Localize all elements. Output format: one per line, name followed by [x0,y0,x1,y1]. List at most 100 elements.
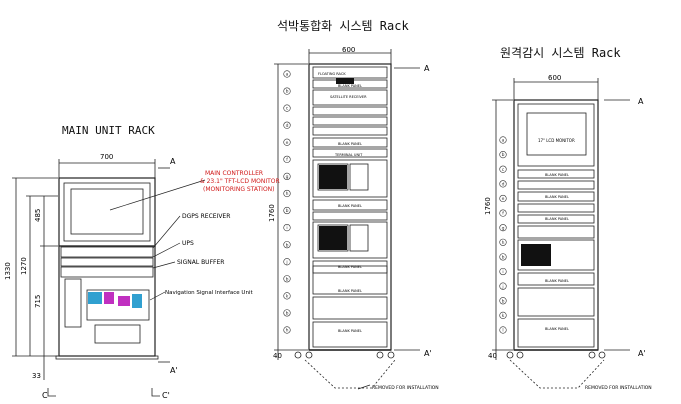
main-height-715: 715 [34,295,42,308]
int-marker-label: h [286,191,289,197]
int-marker-label: f [286,157,288,163]
callout-signal-buffer: SIGNAL BUFFER [177,259,224,266]
rem-marker-2: c [499,165,507,173]
int-width-dim: 600 [342,46,355,54]
rem-marker-label: b [502,298,505,304]
int-marker-14: b [283,309,291,317]
int-marker-label: b [286,276,289,282]
main-width-dim: 700 [100,153,113,161]
int-marker-label: b [286,89,289,95]
int-marker-label: h [286,328,289,334]
int-panel-blank-3: BLANK PANEL [338,265,362,269]
integrated-rack-fills [319,78,354,250]
rem-marker-label: b [502,152,505,158]
rem-marker-0: a [499,136,507,144]
main-height-upper: 1270 [20,257,28,275]
int-marker-3: d [283,121,291,129]
rem-marker-10: j [499,282,507,290]
main-rack-screen [88,292,142,308]
callout-dgps: DGPS RECEIVER [182,213,230,220]
callout-main-controller-1: MAIN CONTROLLER [205,170,263,177]
callout-ups: UPS [182,240,194,247]
rem-marker-label: a [502,139,505,144]
int-panel-blank-5: BLANK PANEL [338,329,362,333]
rem-marker-label: f [502,211,504,217]
rem-panel-blank-1: BLANK PANEL [545,173,569,177]
main-section-top: A [170,157,176,166]
rem-panel-blank-5: BLANK PANEL [545,327,569,331]
int-marker-12: b [283,275,291,283]
callout-main-controller-3: (MONITORING STATION) [203,186,275,193]
int-removed-note: REMOVED FOR INSTALLATION [372,385,439,391]
rem-marker-9: i [499,267,507,276]
int-section-top: A [424,64,430,73]
rem-section-top: A [638,97,644,106]
rem-marker-12: k [499,311,507,319]
int-marker-label: i [286,225,287,231]
int-marker-10: b [283,241,291,249]
int-panel-blank-4: BLANK PANEL [338,289,362,293]
rem-marker-label: b [502,255,505,261]
int-base-dim: 40 [273,352,282,360]
int-marker-label: g [286,175,289,180]
rem-marker-label: i [502,269,503,275]
rem-section-bottom: A' [638,349,646,358]
rem-marker-label: e [502,197,505,202]
rem-removed-note: REMOVED FOR INSTALLATION [585,385,652,391]
rem-base-dim: 40 [488,352,497,360]
int-marker-9: i [283,224,291,232]
int-marker-label: k [286,293,289,299]
remote-monitor-rack [492,78,630,389]
callout-nsiu: Navigation Signal Interface Unit [165,290,253,296]
remote-rack-fills [521,244,551,266]
rem-marker-label: g [502,226,505,231]
integrated-rack [274,49,420,390]
rem-marker-5: f [499,209,507,217]
int-panel-terminal: TERMINAL UNIT [334,153,363,157]
main-section-bottom: A' [170,366,178,375]
main-section-c-prime: C' [162,391,170,400]
rem-marker-label: c [502,168,505,173]
title-main-unit-rack: MAIN UNIT RACK [62,124,155,137]
rem-marker-3: d [499,180,507,188]
rem-marker-label: j [501,284,503,290]
int-marker-6: g [283,172,291,180]
rem-marker-11: b [499,297,507,305]
int-marker-label: d [286,123,289,129]
rem-height-dim: 1760 [484,197,492,215]
int-marker-1: b [283,87,291,95]
int-panel-satellite: SATELLITE RECEIVER [330,95,367,99]
int-marker-label: b [286,242,289,248]
int-marker-label: b [286,208,289,214]
callout-main-controller-2: & 23.1" TFT-LCD MONITOR [200,178,280,185]
rem-marker-label: l [502,328,503,334]
int-marker-15: h [283,326,291,334]
title-remote-monitor-rack: 원격감시 시스템 Rack [500,46,621,60]
title-integrated-rack: 석박통합화 시스템 Rack [277,19,409,33]
rem-marker-7: h [499,238,507,246]
main-unit-rack [12,159,206,397]
rem-panel-blank-2: BLANK PANEL [545,195,569,199]
rem-panel-blank-4: BLANK PANEL [545,279,569,283]
int-marker-label: e [286,141,289,146]
main-base-dim: 33 [32,372,41,380]
main-height-total: 1330 [4,262,12,280]
rem-marker-1: b [499,151,507,159]
rem-marker-4: e [499,194,507,202]
int-panel-blank-2: BLANK PANEL [338,204,362,208]
int-marker-11: j [283,258,291,266]
rem-marker-8: b [499,253,507,261]
main-height-485: 485 [34,209,42,222]
rem-marker-13: l [499,326,507,334]
int-marker-label: j [285,259,287,265]
int-section-bottom: A' [424,349,432,358]
int-panel-blank-mid: BLANK PANEL [338,142,362,146]
int-marker-label: a [286,73,289,78]
rem-width-dim: 600 [548,74,561,82]
int-header-label: FLOATING RACK [318,72,346,76]
int-marker-13: k [283,292,291,300]
